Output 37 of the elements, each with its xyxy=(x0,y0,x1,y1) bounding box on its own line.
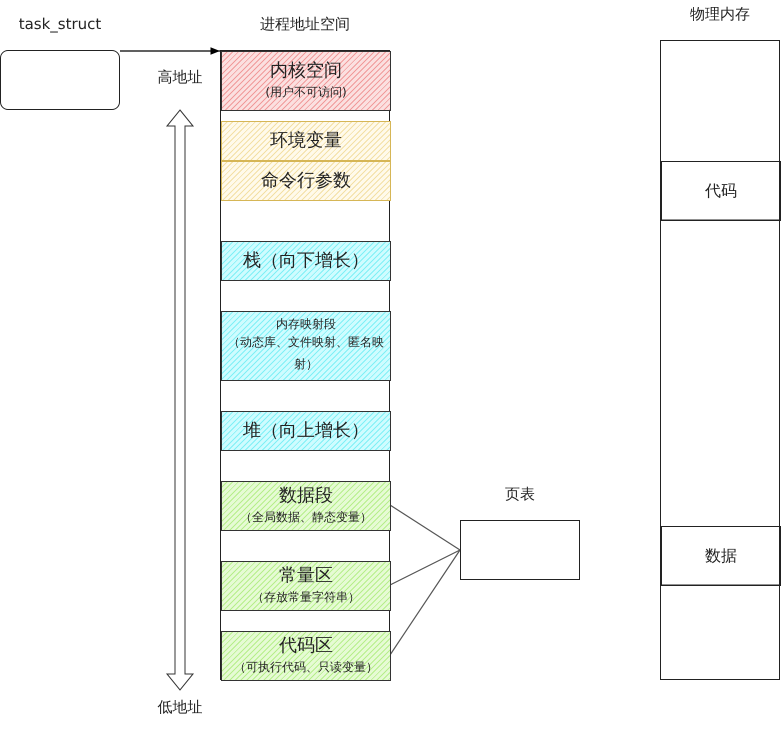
address-label: 低地址 xyxy=(158,698,202,717)
segment-note: (用户不可访问) xyxy=(264,84,348,101)
connector-line xyxy=(390,550,460,656)
memory-segment xyxy=(221,51,391,111)
heading: 物理内存 xyxy=(690,5,750,24)
memory-region xyxy=(661,161,781,221)
address-label: 高地址 xyxy=(158,68,202,87)
heading: 进程地址空间 xyxy=(260,15,350,34)
segment-name: 内核空间 xyxy=(270,58,342,82)
memory-segment xyxy=(221,311,391,381)
segment-name: 栈（向下增长） xyxy=(243,249,369,273)
segment-note: （存放常量字符串） xyxy=(251,588,361,606)
memory-segment xyxy=(221,241,391,281)
segment-note: （可执行代码、只读变量） xyxy=(233,658,379,676)
connector-line xyxy=(390,549,460,586)
segment-name: 堆（向上增长） xyxy=(243,419,369,443)
segment-name: 数据段 xyxy=(279,484,333,507)
connector-line xyxy=(390,504,460,550)
cell-label: 代码 xyxy=(705,181,737,201)
arrow xyxy=(120,47,220,55)
segment-name: 环境变量 xyxy=(270,129,342,153)
segment-name: 内存映射段 xyxy=(276,316,336,332)
memory-segment xyxy=(221,411,391,451)
memory-segment xyxy=(221,631,391,681)
heading: 页表 xyxy=(505,485,535,504)
segment-name: 命令行参数 xyxy=(261,169,351,193)
memory-segment xyxy=(221,481,391,531)
segment-note: （动态库、文件映射、匿名映射） xyxy=(227,334,385,373)
segment-note: （全局数据、静态变量） xyxy=(239,508,373,526)
memory-segment xyxy=(221,121,391,161)
cell-label: 数据 xyxy=(705,546,737,566)
memory-region xyxy=(661,526,781,586)
heading: task_struct xyxy=(18,15,102,33)
memory-segment xyxy=(221,161,391,201)
segment-name: 代码区 xyxy=(279,634,333,657)
segment-name: 常量区 xyxy=(279,564,333,587)
memory-segment xyxy=(221,561,391,611)
